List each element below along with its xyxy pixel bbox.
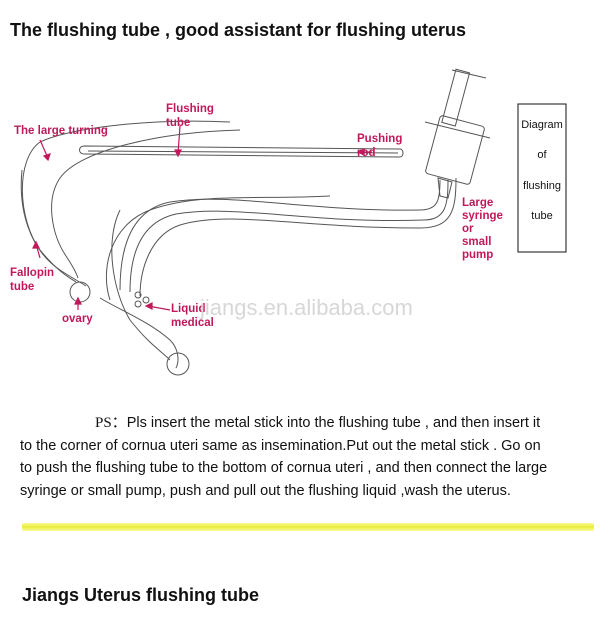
syringe-barrel [425,115,485,185]
label-liquid-1: Liquid [171,303,206,315]
uterus-outer-curve [21,120,231,283]
instructions-line-4: syringe or small pump, push and pull out… [20,482,511,499]
label-syringe-1: Large [462,197,493,209]
body-strand-3 [111,209,171,361]
label-flushing-tube-2: tube [166,117,190,129]
watermark: jiangs.en.alibaba.com [199,295,413,320]
label-syringe-4: small [462,236,491,248]
yellow-divider [22,523,594,531]
pushing-rod-line [87,150,399,154]
uterus-inner-curve [51,129,241,279]
label-liquid-2: medical [171,317,214,329]
instructions: PS：Pls insert the metal stick into the f… [20,412,610,502]
footer-title: Jiangs Uterus flushing tube [22,585,260,605]
tube-to-syringe [119,179,441,291]
ps-label: PS： [95,415,127,431]
syringe-plunger [441,68,471,127]
box-line-3: flushing [523,180,561,192]
flushing-tube-outline [79,145,404,158]
body-strand-1 [20,169,87,287]
box-line-4: tube [531,210,552,222]
syringe-tip [437,177,453,199]
syringe-handle [451,69,487,79]
box-line-1: Diagram [521,119,563,131]
instructions-line-1: PS：Pls insert the metal stick into the f… [95,415,541,431]
label-large-turning: The large turning [14,125,108,137]
syringe-flange [424,121,491,139]
arrow-flushing-tube [177,125,181,155]
liquid-drop-3 [134,300,142,308]
label-pushing-rod-1: Pushing [357,133,402,145]
tube-to-syringe-inner [129,179,449,293]
liquid-drop-1 [134,291,142,299]
ovary-circle [69,281,91,303]
page-title: The flushing tube , good assistant for f… [10,20,467,40]
label-syringe-2: syringe [462,210,503,222]
label-flushing-tube-1: Flushing [166,103,214,115]
diagram-box [517,103,567,253]
instructions-line-3: to push the flushing tube to the bottom … [20,460,548,476]
uterus-lower-inner [139,177,457,297]
body-strand-2 [99,297,179,369]
ovary-lower-circle [166,352,190,376]
uterus-lower-curve [105,195,331,301]
box-line-2: of [537,149,547,161]
flushing-tube-diagram: The large turning Flushing tube Pushing … [10,68,567,376]
label-syringe-3: or [462,223,474,235]
label-fallopin-2: tube [10,281,34,293]
label-pushing-rod-2: rod [357,147,376,159]
liquid-drop-2 [142,296,150,304]
instructions-line-2: to the corner of cornua uteri same as in… [20,437,541,454]
label-ovary: ovary [62,313,93,325]
label-syringe-5: pump [462,249,493,261]
label-fallopin-1: Fallopin [10,267,54,279]
